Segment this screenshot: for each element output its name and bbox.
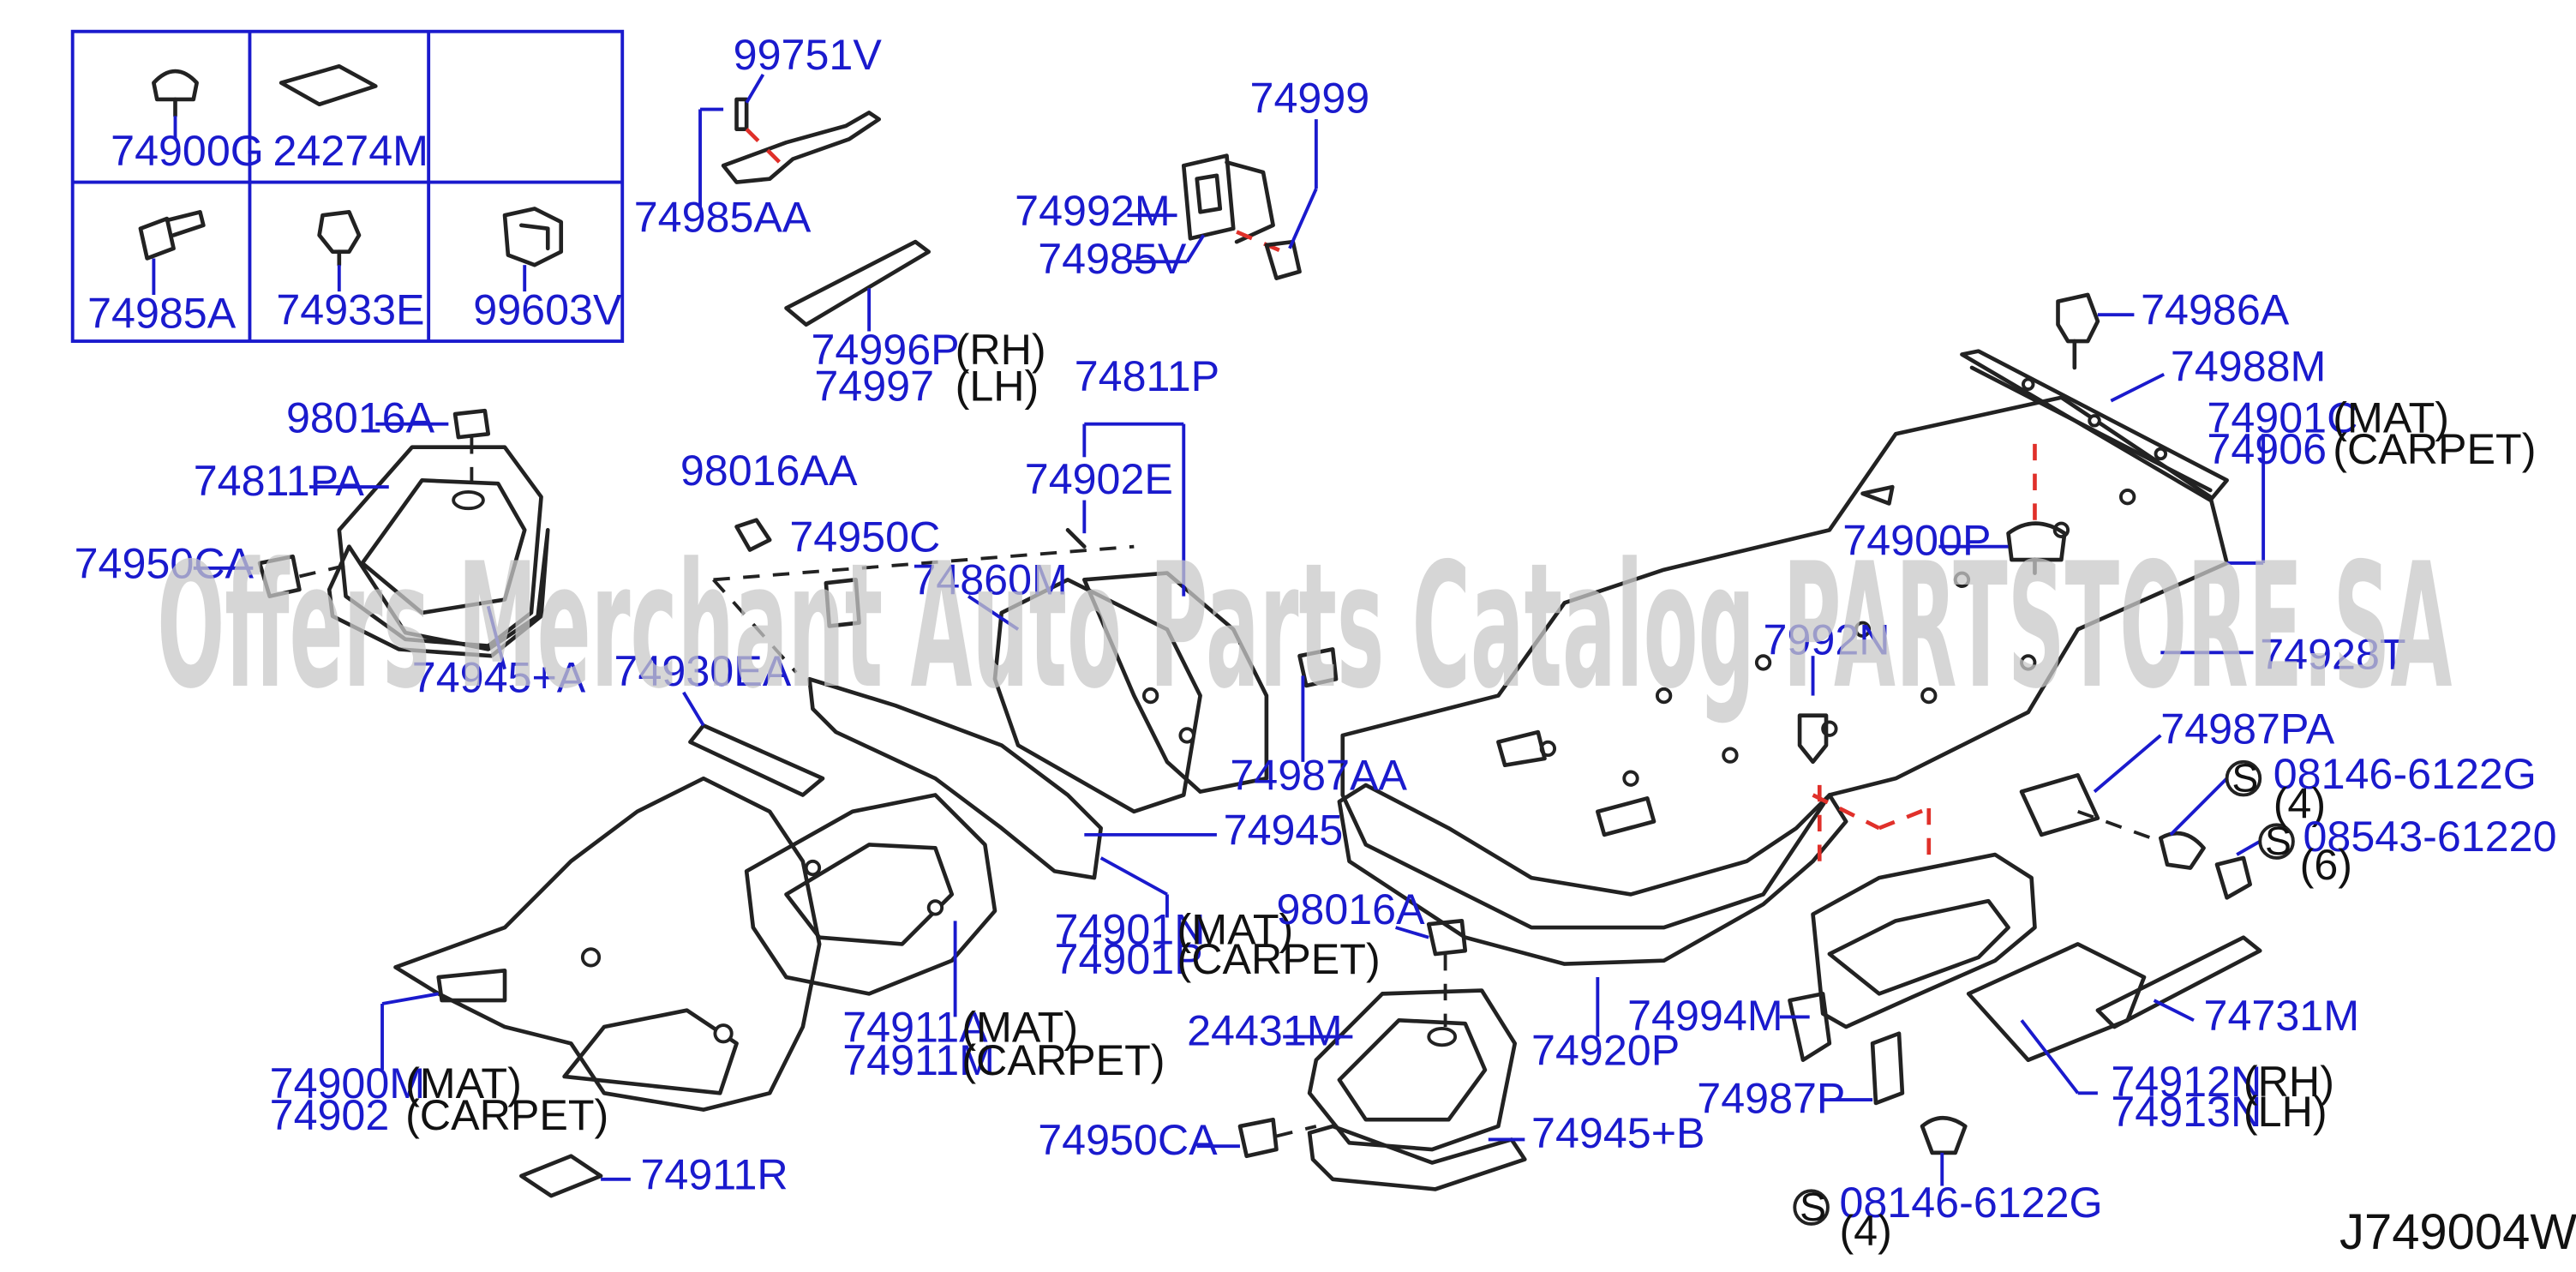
clip-74933E-icon [317, 210, 362, 267]
label-74911R: 74911R [640, 1150, 788, 1198]
note-74913N-lh: (LH) [2244, 1088, 2327, 1136]
label-74950C: 74950C [789, 513, 940, 561]
label-98016A-top: 98016A [286, 393, 435, 441]
note-08146-low-qty: (4) [1839, 1207, 1891, 1255]
label-74901N: 74901N [1055, 905, 1206, 953]
label-74945: 74945 [1224, 806, 1344, 854]
legend-box: 74900G 24274M 74985A 74933E 99603V [70, 29, 625, 343]
strip-74996P-group [784, 239, 932, 332]
bolt-74985A-icon [138, 210, 206, 261]
insulator-center-group [682, 422, 1339, 918]
label-99751V: 99751V [734, 31, 883, 79]
mat-74911A-group [744, 793, 997, 1017]
bracket-74992M-group [1127, 119, 1318, 280]
label-74911A: 74911A [842, 1003, 988, 1051]
note-74901P-carpet: (CARPET) [1177, 935, 1381, 983]
label-74945A: 74945+A [412, 654, 586, 702]
mat-24431M-group [1196, 919, 1527, 1191]
label-74930EA: 74930EA [614, 647, 792, 695]
label-08146-low: 08146-6122G [1839, 1179, 2102, 1227]
screw-symbol-08146-up: S [2232, 756, 2258, 801]
label-74912N: 74912N [2111, 1058, 2261, 1106]
note-74906-carpet: (CARPET) [2333, 425, 2536, 473]
strip-74988M-group [1938, 292, 2229, 575]
label-74920P: 74920P [1531, 1026, 1680, 1074]
label-74900M: 74900M [270, 1059, 425, 1107]
note-74911M-carpet: (CARPET) [962, 1036, 1165, 1084]
screw-symbol-08146-low: S [1800, 1185, 1826, 1229]
mat-74811PA-group [193, 408, 550, 670]
note-74912N-rh: (RH) [2244, 1058, 2334, 1106]
label-74996P: 74996P [812, 326, 960, 374]
legend-label-99603V: 99603V [473, 286, 622, 334]
note-74902-carpet: (CARPET) [405, 1091, 608, 1139]
floor-74994M-group [1779, 734, 2262, 1186]
label-74900P: 74900P [1842, 516, 1991, 564]
label-24431M: 24431M [1187, 1006, 1342, 1054]
part-labels: 99751V 74985AA 74999 74992M 74985V 74996… [75, 31, 2576, 1260]
note-08543-qty: (6) [2300, 841, 2352, 889]
note-74911A-mat: (MAT) [962, 1003, 1078, 1051]
note-74997-lh: (LH) [956, 363, 1039, 411]
label-74950CA-left: 74950CA [75, 539, 255, 587]
note-74900M-mat: (MAT) [405, 1059, 522, 1107]
label-74950CA-low: 74950CA [1038, 1116, 1218, 1164]
screw-symbol-08543: S [2265, 819, 2291, 863]
label-74945B: 74945+B [1531, 1109, 1704, 1157]
label-74811P: 74811P [1075, 352, 1219, 400]
mat-74900M-group [380, 776, 822, 1198]
bracket-99751V-group [698, 73, 882, 209]
watermark-text: Offers Merchant Auto Parts Catalog PARTS… [157, 526, 2452, 727]
label-74906: 74906 [2207, 425, 2327, 473]
screw-symbol-group: S S S [1793, 756, 2295, 1229]
label-74811PA: 74811PA [194, 457, 365, 505]
label-74992M: 74992M [1015, 187, 1170, 235]
label-74987PA: 74987PA [2160, 705, 2334, 753]
legend-label-74985A: 74985A [87, 290, 237, 338]
label-08146-up: 08146-6122G [2273, 750, 2537, 798]
pad-24274M-icon [279, 63, 378, 107]
label-74987AA: 74987AA [1230, 752, 1407, 800]
label-74913N: 74913N [2111, 1088, 2261, 1136]
floor-74928T-group [1337, 395, 2266, 1037]
legend-label-24274M: 24274M [273, 127, 428, 175]
label-98016A-low: 98016A [1276, 885, 1425, 933]
note-74901C-mat: (MAT) [2333, 393, 2449, 441]
label-74986A: 74986A [2141, 286, 2290, 334]
diagram-reference-code: J749004W [2339, 1205, 2576, 1260]
label-74901C: 74901C [2207, 393, 2357, 441]
legend-label-74933E: 74933E [276, 286, 424, 334]
label-74985V: 74985V [1038, 235, 1187, 283]
label-74902: 74902 [270, 1091, 390, 1139]
label-74999: 74999 [1250, 74, 1370, 122]
label-74902E: 74902E [1025, 455, 1173, 503]
note-74996P-rh: (RH) [956, 326, 1046, 374]
label-74928T: 74928T [2260, 631, 2405, 679]
label-74997: 74997 [814, 363, 934, 411]
label-7992N: 7992N [1764, 615, 1890, 663]
label-74901P: 74901P [1055, 935, 1203, 983]
label-74731M: 74731M [2204, 992, 2359, 1040]
label-74985AA: 74985AA [634, 194, 812, 242]
clip-99603V-icon [502, 207, 564, 267]
label-74911M: 74911M [842, 1036, 995, 1084]
legend-label-74900G: 74900G [111, 127, 264, 175]
note-74901N-mat: (MAT) [1177, 905, 1294, 953]
label-74994M: 74994M [1627, 992, 1782, 1040]
label-98016AA: 98016AA [680, 447, 858, 495]
note-08146-up-qty: (4) [2273, 780, 2326, 828]
label-74860M: 74860M [912, 556, 1067, 604]
clip-74900G-icon [152, 69, 199, 118]
label-74987P: 74987P [1697, 1075, 1845, 1123]
label-08543: 08543-61220 [2303, 813, 2556, 861]
label-74988M: 74988M [2171, 342, 2326, 390]
